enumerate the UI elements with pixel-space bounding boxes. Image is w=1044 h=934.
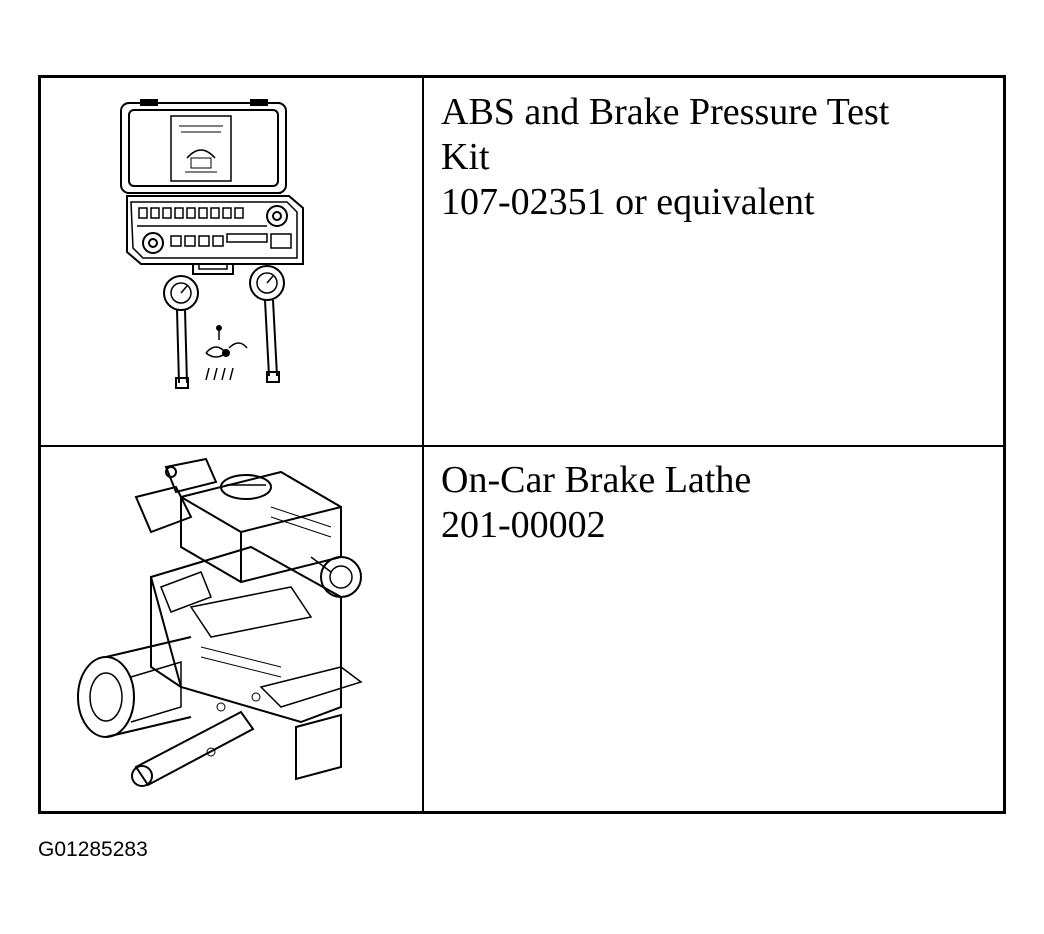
column-divider bbox=[422, 78, 424, 811]
special-tools-table: ABS and Brake Pressure Test Kit 107-0235… bbox=[38, 75, 1006, 814]
row-divider bbox=[41, 445, 1003, 447]
abs-pressure-test-kit-illustration bbox=[41, 78, 422, 445]
tool-entry-abs-kit: ABS and Brake Pressure Test Kit 107-0235… bbox=[441, 90, 1001, 225]
tool-entry-brake-lathe: On-Car Brake Lathe 201-00002 bbox=[441, 458, 1001, 548]
tool-name: ABS and Brake Pressure Test Kit 107-0235… bbox=[441, 90, 1001, 225]
tool-name-line: On-Car Brake Lathe bbox=[441, 459, 752, 501]
figure-id: G01285283 bbox=[38, 838, 148, 861]
brake-lathe-illustration bbox=[41, 447, 422, 814]
tool-name-line: ABS and Brake Pressure Test bbox=[441, 91, 890, 133]
part-number: 107-02351 or equivalent bbox=[441, 181, 815, 223]
tool-name: On-Car Brake Lathe 201-00002 bbox=[441, 458, 1001, 548]
part-number: 201-00002 bbox=[441, 504, 606, 546]
tool-name-line: Kit bbox=[441, 136, 490, 178]
